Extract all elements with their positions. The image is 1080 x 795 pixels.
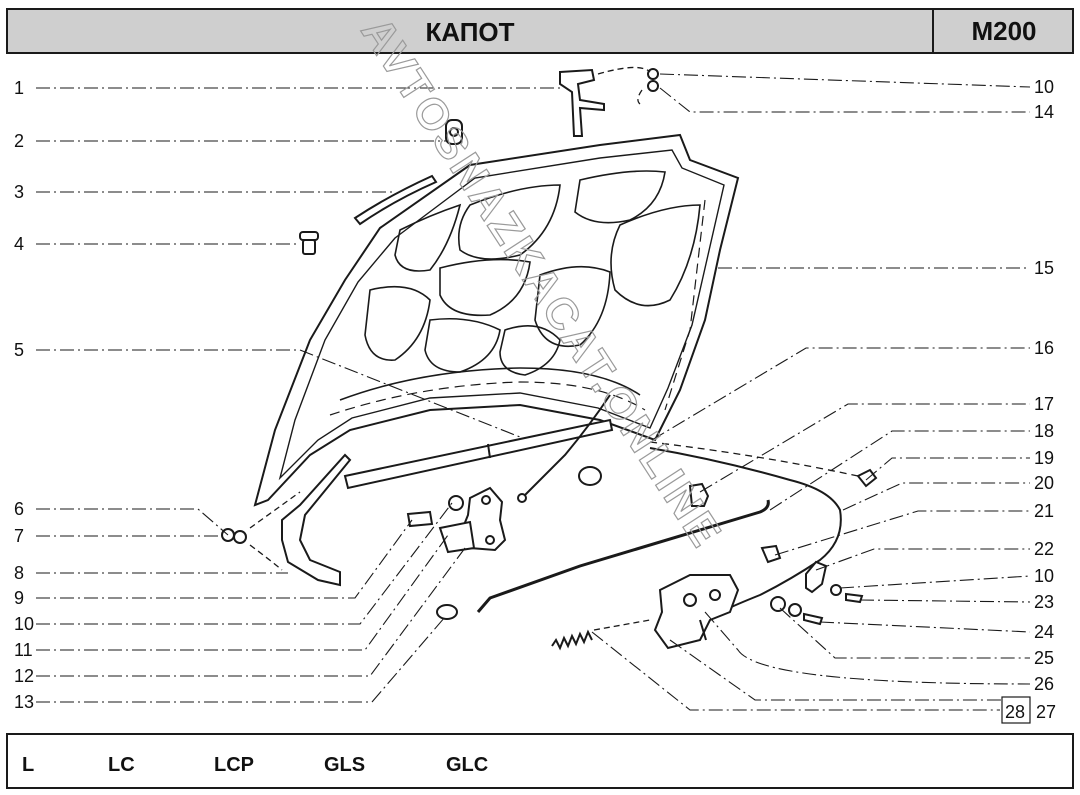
version-footer: L LC LCP GLS GLC [6,733,1074,789]
callout-label: 13 [14,692,34,712]
cable-clip [688,482,710,507]
model-code: M200 [932,10,1074,52]
hood-seal-strip [353,174,438,226]
hood-hinge [281,453,352,587]
callout-label: 5 [14,340,24,360]
callout-label: 20 [1034,473,1054,493]
callout-label: 25 [1034,648,1054,668]
left-leader-lines [36,87,560,703]
lock-fasteners [770,584,864,626]
lock-bracket [805,560,828,594]
hood-striker [406,486,507,554]
lock-spring [551,629,593,651]
callout-label: 26 [1034,674,1054,694]
callout-label: 6 [14,499,24,519]
callout-label: 1 [14,78,24,98]
release-cable [521,394,842,611]
hood-prop-rod [343,418,614,490]
callout-label: 22 [1034,539,1054,559]
callout-label: 27 [1036,702,1056,722]
callout-label: 10 [1034,566,1054,586]
callout-label: 8 [14,563,24,583]
callout-label: 21 [1034,501,1054,521]
callout-label: 15 [1034,258,1054,278]
callout-label: 7 [14,526,24,546]
boxed-callout-frame [1001,696,1031,724]
callout-label: 16 [1034,338,1054,358]
callout-label: 9 [14,588,24,608]
callout-label: 12 [14,666,34,686]
callout-label: 24 [1034,622,1054,642]
left-callout-labels: 1 2 3 4 5 6 7 8 9 10 11 12 13 [14,78,34,712]
callout-label: 18 [1034,421,1054,441]
hood-lock [653,574,740,650]
header-bar: КАПОТ M200 [6,8,1074,54]
version-l: L [22,754,35,776]
callout-label: 17 [1034,394,1054,414]
page-title: КАПОТ [425,17,515,47]
rubber-grommet [436,604,458,620]
top-nuts [647,68,659,92]
callout-label: 10 [1034,77,1054,97]
version-lc: LC [108,754,135,776]
release-rod [476,499,770,613]
callout-label: 23 [1034,592,1054,612]
callout-label: 19 [1034,448,1054,468]
cable-grommet [578,466,602,486]
version-gls: GLS [324,754,366,776]
callout-label: 14 [1034,102,1054,122]
bumper-clip [445,119,463,145]
hood-panel [253,133,740,507]
boxed-callout-label: 28 [1005,702,1025,722]
lock-nut [760,544,782,564]
version-lcp: LCP [214,754,254,776]
callout-label: 10 [14,614,34,634]
hinge-nuts [221,528,247,544]
safety-hook [559,68,605,137]
version-glc: GLC [446,754,489,776]
cable-end-clip [856,468,878,488]
right-callout-labels: 10 14 15 16 17 18 19 20 21 22 10 23 24 2… [1001,77,1056,724]
right-leader-lines [591,73,1031,711]
callout-label: 2 [14,131,24,151]
push-pin [299,231,319,255]
callout-label: 3 [14,182,24,202]
callout-label: 11 [14,640,33,660]
callout-label: 4 [14,234,24,254]
